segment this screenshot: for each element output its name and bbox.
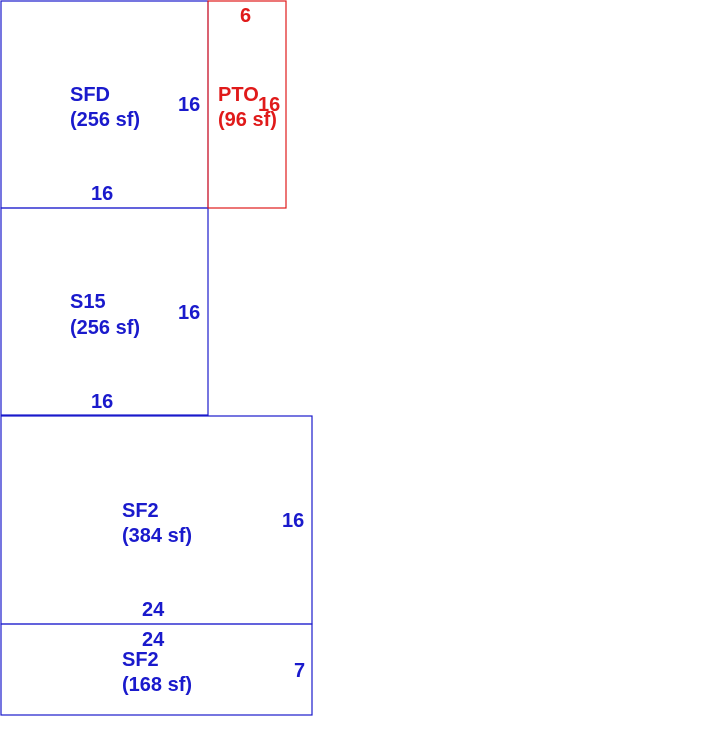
sf2-168-area-label: (168 sf) (122, 674, 192, 696)
sf2-384-side-dimension: 16 (282, 510, 304, 532)
s15-name-label: S15 (70, 291, 106, 313)
sf2-384-bottom-dimension: 24 (142, 599, 165, 621)
sfd-bottom-dimension: 16 (91, 183, 113, 205)
pto-area-label: (96 sf) (218, 109, 277, 131)
s15-bottom-dimension: 16 (91, 391, 113, 413)
sf2-384-name-label: SF2 (122, 500, 159, 522)
pto-side-dimension: 16 (258, 94, 280, 116)
sf2-168-name-label: SF2 (122, 649, 159, 671)
sf2-168-side-dimension: 7 (294, 660, 305, 682)
s15-outline (0, 207, 209, 416)
pto-outline (207, 0, 287, 209)
sf2-168-top-dimension: 24 (142, 629, 165, 651)
pto-top-dimension: 6 (240, 5, 251, 27)
sfd-side-dimension: 16 (178, 94, 200, 116)
s15-area-label: (256 sf) (70, 317, 140, 339)
pto-name-label: PTO (218, 84, 259, 106)
sfd-area-label: (256 sf) (70, 109, 140, 131)
sf2-384-area-label: (384 sf) (122, 525, 192, 547)
sf2-168-outline (0, 623, 313, 716)
s15-side-dimension: 16 (178, 302, 200, 324)
sfd-name-label: SFD (70, 84, 110, 106)
